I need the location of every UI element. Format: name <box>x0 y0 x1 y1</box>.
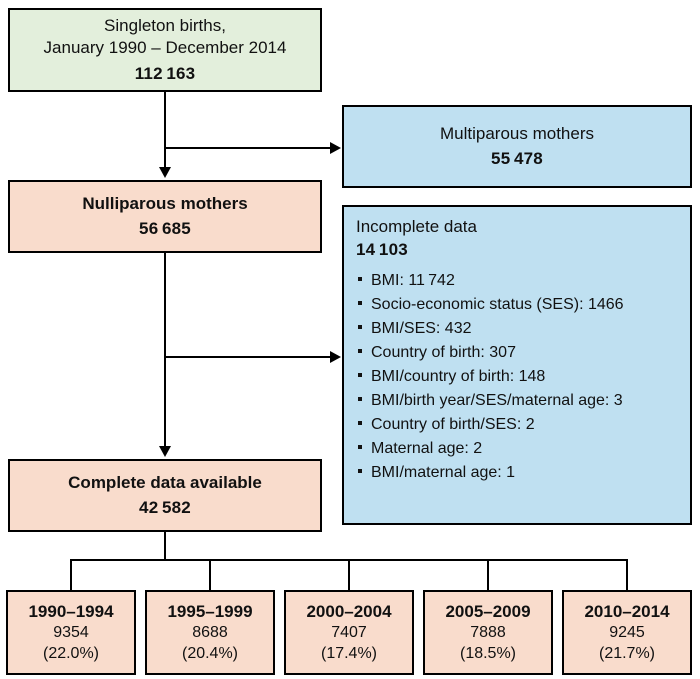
arrowhead-right-icon <box>330 351 341 363</box>
box-cohort-1995-1999: 1995–1999 8688 (20.4%) <box>145 590 275 675</box>
singleton-count: 112 163 <box>134 63 196 83</box>
incomplete-item: Country of birth: 307 <box>356 341 624 365</box>
multiparous-count: 55 478 <box>491 149 543 168</box>
nulliparous-count: 56 685 <box>139 219 191 238</box>
complete-count: 42 582 <box>139 498 191 517</box>
cohort-range: 1990–1994 <box>28 601 114 621</box>
cohort-range: 1995–1999 <box>167 601 253 621</box>
cohort-range: 2005–2009 <box>445 601 531 621</box>
cohort-pct: (18.5%) <box>459 644 517 662</box>
incomplete-reason-list: BMI: 11 742 Socio-economic status (SES):… <box>356 269 624 485</box>
singleton-line2: January 1990 – December 2014 <box>43 38 287 58</box>
cohort-pct: (17.4%) <box>320 644 378 662</box>
multiparous-label: Multiparous mothers <box>439 123 594 143</box>
incomplete-item: BMI/maternal age: 1 <box>356 461 624 485</box>
complete-label: Complete data available <box>68 472 262 492</box>
box-incomplete-data: Incomplete data 14 103 BMI: 11 742 Socio… <box>342 205 692 525</box>
box-cohort-2000-2004: 2000–2004 7407 (17.4%) <box>284 590 414 675</box>
arrowhead-down-icon <box>159 167 171 178</box>
box-cohort-2005-2009: 2005–2009 7888 (18.5%) <box>423 590 553 675</box>
cohort-count: 9354 <box>53 623 89 641</box>
incomplete-count: 14 103 <box>356 240 408 260</box>
incomplete-item: BMI: 11 742 <box>356 269 624 293</box>
cohort-pct: (21.7%) <box>598 644 656 662</box>
arrowhead-down-icon <box>159 446 171 457</box>
incomplete-item: BMI/country of birth: 148 <box>356 365 624 389</box>
incomplete-label: Incomplete data <box>356 217 477 236</box>
box-multiparous-mothers: Multiparous mothers 55 478 <box>342 105 692 188</box>
incomplete-item: BMI/SES: 432 <box>356 317 624 341</box>
arrowhead-right-icon <box>330 142 341 154</box>
cohort-pct: (22.0%) <box>42 644 100 662</box>
nulliparous-label: Nulliparous mothers <box>82 193 248 213</box>
incomplete-item: Socio-economic status (SES): 1466 <box>356 293 624 317</box>
box-cohort-1990-1994: 1990–1994 9354 (22.0%) <box>6 590 136 675</box>
incomplete-item: Maternal age: 2 <box>356 437 624 461</box>
box-nulliparous-mothers: Nulliparous mothers 56 685 <box>8 180 322 253</box>
singleton-line1: Singleton births, <box>104 15 226 35</box>
incomplete-item: Country of birth/SES: 2 <box>356 413 624 437</box>
box-complete-data: Complete data available 42 582 <box>8 459 322 532</box>
box-singleton-births: Singleton births, January 1990 – Decembe… <box>8 8 322 92</box>
incomplete-item: BMI/birth year/SES/maternal age: 3 <box>356 389 624 413</box>
cohort-range: 2010–2014 <box>584 601 670 621</box>
cohort-range: 2000–2004 <box>306 601 392 621</box>
box-cohort-2010-2014: 2010–2014 9245 (21.7%) <box>562 590 692 675</box>
cohort-count: 7407 <box>331 623 367 641</box>
cohort-pct: (20.4%) <box>181 644 239 662</box>
cohort-count: 7888 <box>470 623 506 641</box>
cohort-count: 8688 <box>192 623 228 641</box>
cohort-count: 9245 <box>609 623 645 641</box>
